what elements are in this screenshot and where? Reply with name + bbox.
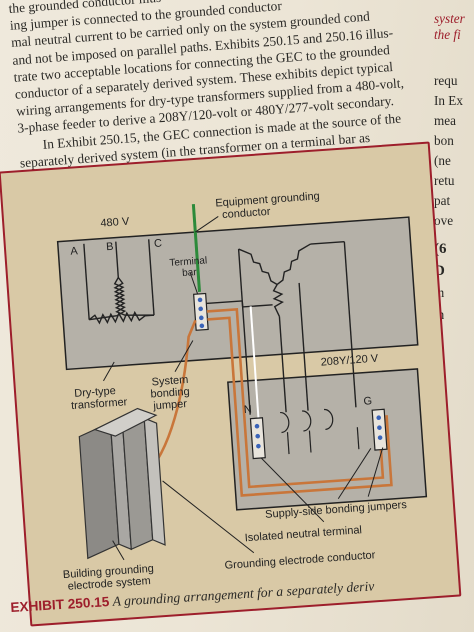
breaker-symbols bbox=[280, 408, 360, 455]
column-line: bon bbox=[434, 133, 454, 148]
primary-voltage-label: 480 V bbox=[100, 216, 130, 230]
bar-label: bar bbox=[182, 267, 198, 279]
electrode-system-label: electrode system bbox=[67, 575, 151, 593]
neutral-white-conductor bbox=[249, 306, 260, 425]
terminal-label: Terminal bbox=[169, 255, 207, 269]
column-line: (ne bbox=[434, 153, 451, 168]
bonding-label: bonding bbox=[150, 386, 190, 401]
phase-a-label: A bbox=[70, 245, 79, 258]
conductor-label: conductor bbox=[222, 206, 271, 221]
neutral-conductor bbox=[206, 300, 243, 305]
leader-line bbox=[195, 215, 219, 233]
exhibit-figure: 480 V A B C Equipment grounding conducto… bbox=[0, 141, 462, 627]
adjacent-column-text: syster the fi requ In Ex mea bon (ne ret… bbox=[434, 0, 474, 632]
terminal-screw bbox=[377, 435, 383, 440]
column-line: pat bbox=[434, 193, 451, 208]
leader-line bbox=[189, 272, 199, 295]
neutral-n-label: N bbox=[243, 404, 252, 417]
transformer-label: transformer bbox=[71, 396, 128, 412]
isolated-neutral-label: Isolated neutral terminal bbox=[244, 524, 362, 544]
terminal-screw bbox=[376, 415, 382, 421]
annotation-leaders bbox=[103, 340, 384, 561]
terminal-screw bbox=[198, 306, 203, 312]
phase-c-label: C bbox=[154, 237, 163, 250]
column-line: requ bbox=[434, 73, 458, 88]
system-label: System bbox=[151, 374, 188, 389]
column-line: mea bbox=[434, 113, 456, 128]
neutral-conductor bbox=[241, 300, 251, 415]
phase-a-conductor bbox=[83, 243, 90, 320]
grounding-diagram: 480 V A B C Equipment grounding conducto… bbox=[56, 190, 428, 593]
jumper-label: jumper bbox=[152, 398, 188, 412]
column-line: retu bbox=[434, 173, 455, 188]
gec-label: Grounding electrode conductor bbox=[224, 549, 376, 572]
transformer-enclosure bbox=[56, 216, 419, 371]
column-line: ove bbox=[434, 213, 454, 228]
column-line: In Ex bbox=[434, 93, 463, 108]
terminal-screw bbox=[199, 323, 205, 329]
column-line: D bbox=[434, 263, 445, 279]
terminal-screw bbox=[254, 423, 260, 429]
building-steel-beam bbox=[78, 407, 166, 560]
column-line: the fi bbox=[434, 27, 461, 42]
terminal-screw bbox=[377, 425, 382, 430]
phase-c-conductor bbox=[148, 239, 155, 316]
phase-b-conductor bbox=[115, 241, 119, 278]
ground-g-label: G bbox=[363, 395, 372, 408]
equipment-grounding-conductor bbox=[191, 204, 201, 293]
secondary-voltage-label: 208Y/120 V bbox=[320, 353, 379, 369]
delta-winding bbox=[88, 277, 155, 325]
column-line: syster bbox=[434, 11, 465, 26]
terminal-screw bbox=[199, 315, 204, 321]
terminal-screw bbox=[255, 433, 261, 439]
phase-b-label: B bbox=[106, 241, 114, 253]
dry-type-label: Dry-type bbox=[74, 385, 116, 400]
terminal-screw bbox=[256, 443, 261, 449]
terminal-screw bbox=[197, 297, 203, 303]
